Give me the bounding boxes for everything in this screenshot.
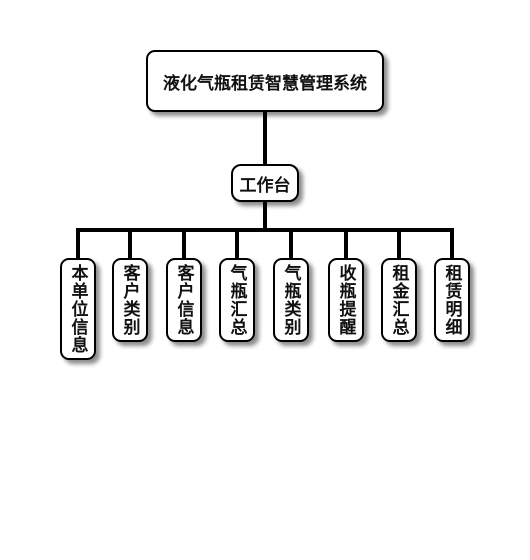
leaf-node-return-reminder: 收瓶提醒 — [328, 258, 364, 342]
root-node: 液化气瓶租赁智慧管理系统 — [146, 50, 384, 112]
leaf-node-label: 气瓶汇总 — [226, 264, 247, 336]
leaf-node-unit-info: 本单位信息 — [60, 258, 96, 360]
leaf-node-rent-summary: 租金汇总 — [381, 258, 417, 342]
root-node-label: 液化气瓶租赁智慧管理系统 — [163, 73, 367, 94]
leaf-node-cylinder-category: 气瓶类别 — [273, 258, 309, 342]
leaf-node-customer-category: 客户类别 — [112, 258, 148, 342]
leaf-node-label: 租金汇总 — [388, 264, 409, 336]
leaf-node-label: 客户信息 — [173, 264, 194, 336]
leaf-node-label: 客户类别 — [119, 264, 140, 336]
hub-node-workbench: 工作台 — [231, 164, 299, 202]
hub-node-label: 工作台 — [239, 175, 291, 196]
leaf-node-rental-detail: 租赁明细 — [434, 258, 470, 342]
leaf-node-label: 收瓶提醒 — [335, 264, 356, 336]
leaf-node-customer-info: 客户信息 — [166, 258, 202, 342]
leaf-node-label: 气瓶类别 — [280, 264, 301, 336]
leaf-node-label: 本单位信息 — [67, 264, 88, 354]
leaf-node-label: 租赁明细 — [441, 264, 462, 336]
leaf-node-cylinder-summary: 气瓶汇总 — [219, 258, 255, 342]
